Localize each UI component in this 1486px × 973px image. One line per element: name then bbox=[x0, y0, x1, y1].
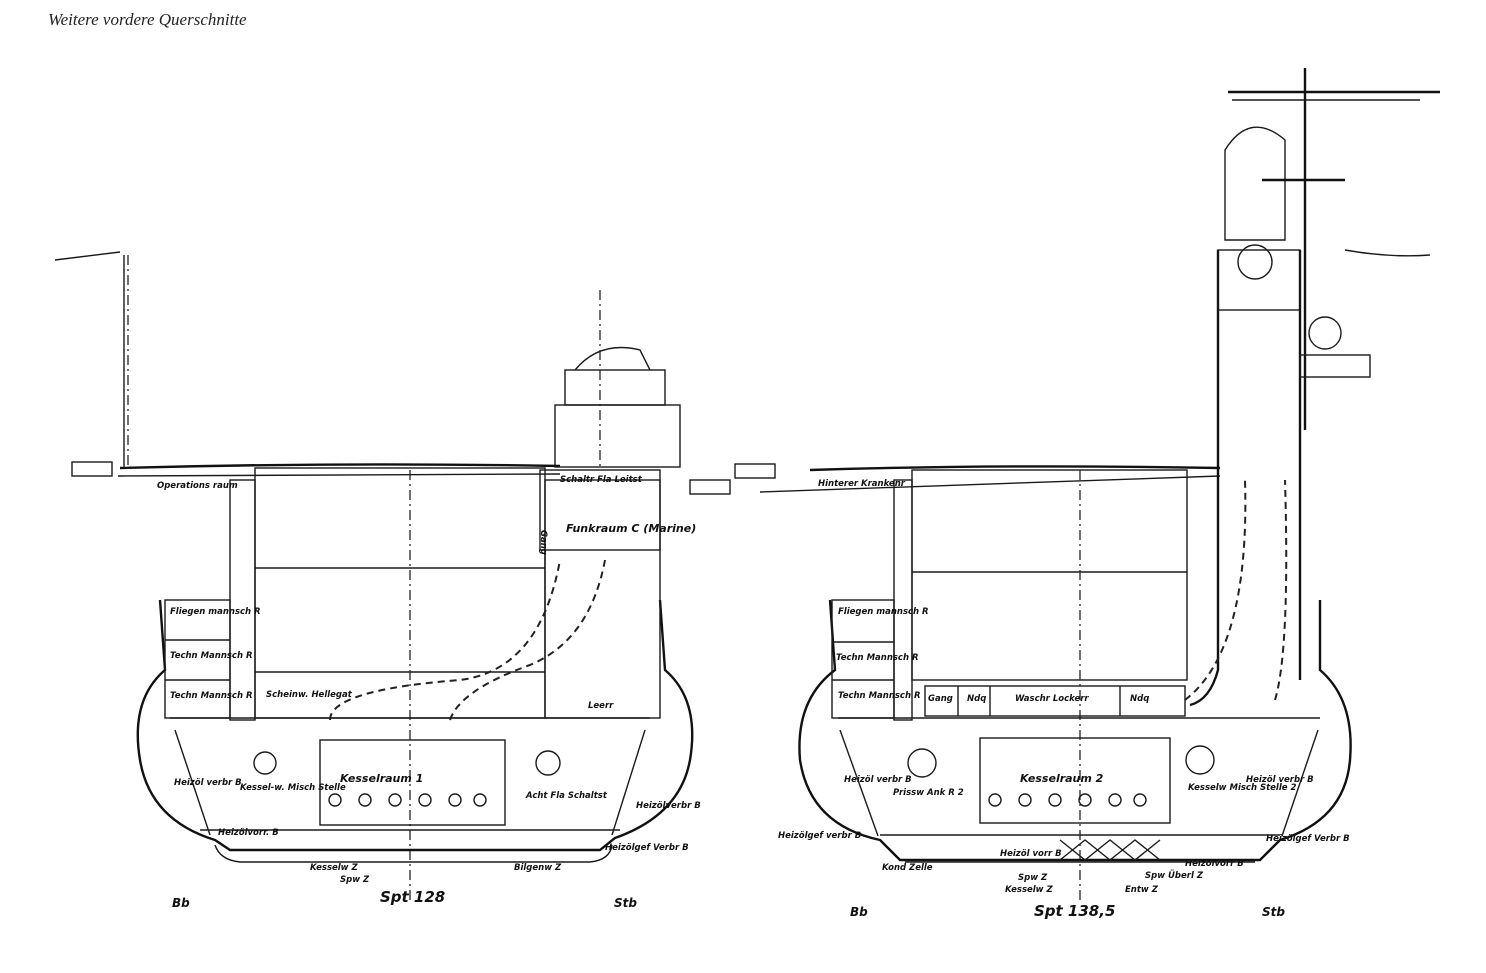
right-main-deck bbox=[809, 465, 1221, 472]
label-waschraum: Waschr Lockerr bbox=[1015, 694, 1089, 704]
label-heizolverb-1-left: Heizölverbr B bbox=[636, 801, 701, 811]
label-operationsraum: Operations raum bbox=[157, 481, 238, 491]
label-techn-1-left: Techn Mannsch R bbox=[170, 651, 253, 661]
label-achtfla: Acht Fla Schaltst bbox=[525, 791, 608, 801]
label-techn-2-right: Techn Mannsch R bbox=[838, 691, 921, 701]
label-fliegermannsch-right: Fliegen mannsch R bbox=[838, 607, 929, 617]
left-island bbox=[554, 404, 681, 468]
label-techn-2-left: Techn Mannsch R bbox=[170, 691, 253, 701]
label-heizolgef-stb-right: Heizölgef Verbr B bbox=[1266, 834, 1350, 844]
right-frame-label: Spt 138,5 bbox=[1034, 902, 1115, 920]
label-heizol-port-right: Heizöl verbr B bbox=[844, 775, 912, 785]
label-schaltr-1: Schaltr Fla Leitst bbox=[560, 475, 643, 485]
label-kesselw-stelle-left: Kessel-w. Misch Stelle bbox=[240, 783, 346, 793]
page-caption: Weitere vordere Querschnitte bbox=[48, 10, 247, 29]
label-leerr: Leerr bbox=[588, 701, 614, 711]
label-gang-right: Gang bbox=[928, 694, 953, 704]
left-port-label: Bb bbox=[172, 896, 190, 910]
right-port-label: Bb bbox=[850, 905, 868, 919]
label-heizolvorr-right: Heizölvorr B bbox=[1185, 859, 1244, 869]
label-fliegermannsch-left: Fliegen mannsch R bbox=[170, 607, 261, 617]
right-boiler bbox=[979, 737, 1171, 824]
left-boiler bbox=[319, 739, 506, 826]
label-kond: Kond Zelle bbox=[882, 863, 933, 873]
label-heizolvorr-left: Heizölvorr. B bbox=[218, 828, 279, 838]
right-hull bbox=[798, 599, 1352, 862]
label-kesselraum-1: Kesselraum 1 bbox=[340, 772, 423, 785]
label-heizol-stb-right: Heizöl verbr B bbox=[1246, 775, 1314, 785]
right-cross-section bbox=[734, 68, 1440, 900]
label-spwuberl: Spw Überl Z bbox=[1145, 870, 1204, 881]
right-hangar bbox=[911, 469, 1188, 681]
left-hangar bbox=[254, 467, 546, 719]
label-bilgenw: Bilgenw Z bbox=[514, 863, 562, 873]
label-heizolvorr-2-right: Heizöl vorr B bbox=[1000, 849, 1062, 859]
label-spw-right: Spw Z bbox=[1018, 873, 1048, 883]
label-kesselw-left: Kesselw Z bbox=[310, 863, 358, 873]
left-hull bbox=[136, 599, 694, 852]
right-funnel bbox=[1189, 250, 1220, 707]
label-techn-1-right: Techn Mannsch R bbox=[836, 653, 919, 663]
label-kesselw-stelle-right: Kesselw Misch Stelle 2 bbox=[1188, 783, 1296, 793]
left-frame-label: Spt 128 bbox=[380, 888, 445, 906]
label-ndq-2: Ndq bbox=[1130, 694, 1149, 704]
label-heizolverbr-port-left: Heizöl verbr B bbox=[174, 778, 242, 788]
label-funkraum: Funkraum C (Marine) bbox=[566, 522, 696, 535]
left-starboard-label: Stb bbox=[614, 896, 637, 910]
label-gang-left: Gang bbox=[538, 530, 548, 555]
label-heizolgef-port-right: Heizölgef verbr B bbox=[778, 831, 861, 841]
right-funnel-cap bbox=[1224, 126, 1286, 241]
label-spw-left: Spw Z bbox=[340, 875, 370, 885]
label-scheinwerfer: Scheinw. Hellegat bbox=[266, 690, 353, 700]
label-kesselw-right: Kesselw Z bbox=[1005, 885, 1053, 895]
label-entw: Entw Z bbox=[1125, 885, 1159, 895]
right-starboard-label: Stb bbox=[1262, 905, 1285, 919]
left-cross-section bbox=[54, 251, 731, 900]
label-kesselraum-2: Kesselraum 2 bbox=[1020, 772, 1104, 785]
label-hinterer-krankenr: Hinterer Krankenr bbox=[818, 479, 906, 489]
label-ndq-1: Ndq bbox=[967, 694, 986, 704]
label-prissw: Prissw Ank R 2 bbox=[893, 788, 964, 798]
label-heizolverb-2-left: Heizölgef Verbr B bbox=[605, 843, 689, 853]
left-main-deck bbox=[119, 463, 561, 470]
